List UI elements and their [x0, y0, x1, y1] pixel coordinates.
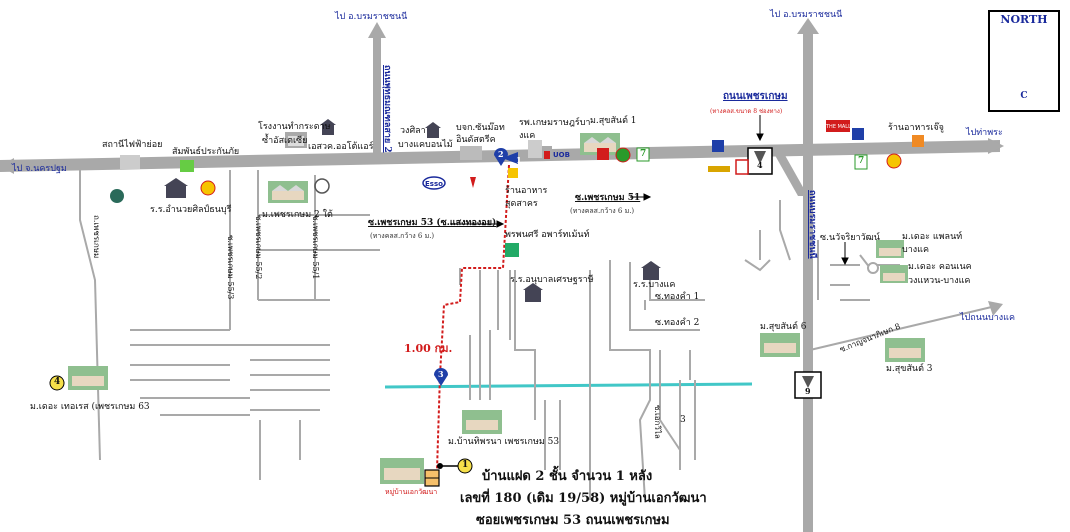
road-soi53-sub: (ทางคลส.กว้าง 6 ม.)	[370, 232, 435, 240]
place-sunmot: บจก.ซันม๊อท	[456, 123, 505, 133]
marker-4-circle-label: 4	[54, 377, 61, 387]
road-phetkasem-sub: (ทางคลส.ขนาด 8 ช่องทาง)	[710, 108, 783, 115]
north-sub-label: C	[1020, 91, 1028, 101]
road-soi-s3-label: 3	[680, 415, 686, 425]
road-borommaratchachonnani: ถนนบรมราชชนนี	[807, 190, 817, 259]
marker-3-label: 3	[438, 369, 444, 379]
road-thongkham1: ซ.ทองคำ 1	[655, 292, 700, 302]
place-restaurant-2: สุดสาคร	[505, 199, 538, 209]
marker-1-label: 1	[516, 155, 522, 165]
place-suksan-3: ม.สุขสันต์ 3	[886, 364, 933, 374]
arrow-top-left	[368, 22, 386, 38]
info-line-2: เลขที่ 180 (เดิม 19/58) หมู่บ้านเอกวัฒนา	[460, 491, 707, 506]
place-wongsila: วงศิลา	[400, 126, 426, 136]
place-paper-factory-2: ซ้ำอัสเตเซีย	[262, 136, 308, 146]
place-wongsila-2: บางแคบอนไม้	[398, 140, 453, 150]
place-ekawatthana: หมู่บ้านเอกวัฒนา	[385, 488, 438, 496]
place-sunmot-2: อินดัสตรีค	[456, 135, 496, 145]
arrow-right	[988, 138, 1004, 154]
place-paper-factory: โรงงานทำกระดาษ	[258, 122, 331, 132]
road-soi51-sub: (ทางคลส.กว้าง 6 ม.)	[570, 207, 635, 215]
marker-4-circle[interactable]	[49, 375, 65, 391]
place-amnuaysilp-school: ร.ร.อำนวยศิลป์ธนบุรี	[150, 205, 232, 215]
place-substation: สถานีไฟฟ้าย่อย	[102, 140, 163, 150]
road-soi53: ซ.เพชรเกษม 53 (ซ.แสงทองอย)	[368, 218, 497, 228]
place-the-connect: ม.เดอะ คอนเนค	[908, 262, 972, 272]
place-the-terrace: ม.เดอะ เทอเรส (เพชรเกษม 63	[30, 402, 150, 412]
marker-2-label: 2	[498, 149, 504, 159]
place-the-plant-2: บางแค	[902, 245, 929, 255]
north-compass: NORTH C	[988, 10, 1060, 112]
road-soi51: ซ.เพชรเกษม 51	[575, 193, 641, 203]
road-nawachariyawat: ซ.นวัจริยาวัฒน์	[820, 233, 880, 243]
target-circle-label: 1	[462, 460, 469, 470]
north-label: NORTH	[1000, 13, 1048, 26]
callout-arrows	[450, 115, 849, 266]
place-anuban-school: ร.ร.อนุบาลเศรษฐราษี	[510, 275, 594, 285]
direction-top-left: ไป อ.บรมราชชนนี	[335, 12, 408, 22]
marker-2[interactable]	[494, 148, 508, 166]
place-insurance: สัมพันธ์ประกันภัย	[172, 147, 240, 157]
road-borommaratchachonnani	[803, 25, 813, 532]
place-auto-air: เอสวค.ออโต้แอร์	[308, 142, 374, 152]
place-hospital-2: งแค	[519, 131, 536, 141]
direction-right-lower: ไปถนนบางแค	[960, 313, 1015, 323]
small-building-icons	[164, 119, 661, 302]
house-icons	[68, 132, 925, 484]
place-suksan-1: ม.สุขสันต์ 1	[590, 116, 637, 126]
square-marker-9-label: 9	[805, 386, 811, 396]
info-line-1: บ้านแฝด 2 ชั้น จำนวน 1 หลัง	[482, 469, 653, 484]
place-the-plant: ม.เดอะ แพลนท์	[902, 232, 963, 242]
esso-logo: Esso	[425, 180, 443, 188]
place-baan-thipana: ม.บ้านทิพรนา เพชรเกษม 53	[448, 437, 560, 447]
marker-3[interactable]	[434, 368, 448, 386]
road-soi55-label: ซ.เพชรเกษม 55/1	[311, 215, 320, 280]
seven-eleven-logo: 7	[640, 149, 647, 159]
place-suksan-6: ม.สุขสันต์ 6	[760, 322, 807, 332]
logo-icons	[110, 120, 924, 203]
direction-left: ไป จ.นครปฐม	[12, 164, 67, 174]
place-hospital: รพ.เกษมราษฎร์บา	[519, 118, 591, 128]
arrow-top-right	[797, 18, 819, 34]
road-left-vertical	[373, 30, 381, 162]
square-marker-4-label: 4	[757, 160, 763, 170]
the-mall-logo: THE MALL	[826, 124, 851, 130]
road-phetkasem-title: ถนนเพชรเกษม	[723, 91, 788, 102]
uob-logo: UOB	[553, 151, 570, 159]
road-pinklao: ถนนพุทธมณฑลสาย 2	[382, 65, 392, 153]
road-soi553-label: ซ.เพชรเกษม 55/3	[226, 235, 235, 300]
arrow-right-lower	[988, 301, 1003, 316]
marker-1[interactable]	[502, 152, 518, 164]
minor-roads	[79, 170, 1001, 501]
info-line-3: ซอยเพชรเกษม 53 ถนนเพชรเกษม	[476, 513, 670, 528]
place-the-connect-2: วงแหวน-บางแค	[908, 276, 971, 286]
seven-eleven-logo-2: 7	[858, 156, 865, 166]
road-soi-aek-label: ซ.เอกวิไล	[653, 405, 662, 439]
road-thongkham2: ซ.ทองคำ 2	[655, 318, 700, 328]
arrow-left	[0, 158, 14, 174]
distance-label: 1.00 กม.	[404, 342, 453, 355]
road-soi552-label: ซ.เพชรเกษม 55/2	[254, 215, 263, 280]
direction-top-right: ไป อ.บรมราชชนนี	[770, 10, 843, 20]
place-apartment: พรพนศรี อพาร์ทเม้นท์	[505, 230, 590, 240]
place-restaurant: ร้านอาหาร	[505, 186, 548, 196]
place-jeju-restaurant: ร้านอาหารเจ๊จู	[888, 123, 944, 133]
direction-right: ไปท่าพระ	[966, 128, 1003, 138]
road-left-vertical-label: ถ.เพชรเกษม	[92, 215, 101, 259]
road-ramp	[772, 150, 808, 196]
place-bangkhae-school: ร.ร.บางแค	[633, 280, 676, 290]
place-phetkasem2: ม.เพชรเกษม 2 ใต้	[262, 210, 333, 220]
canal	[384, 382, 753, 389]
